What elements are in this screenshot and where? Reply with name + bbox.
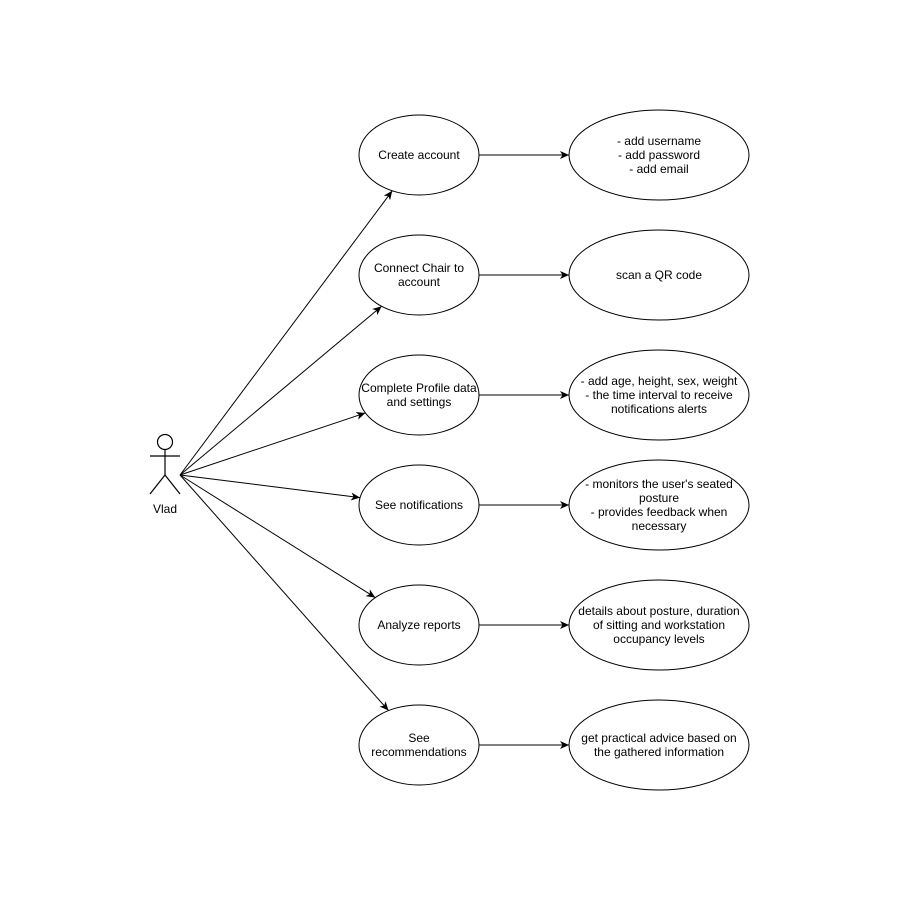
association-arrow-see-notifications [179,474,361,501]
actor-left-leg [149,474,166,495]
use-case-connect-chair-to-account[interactable] [358,234,480,316]
use-case-complete-profile-data-and-settings[interactable] [358,354,480,436]
association-arrow-connect-chair-to-account [179,305,382,476]
association-arrow-analyze-reports [179,474,376,599]
use-case-detail-see-recommendations[interactable] [568,699,750,791]
actor-figure [149,433,181,495]
actor-right-leg [164,474,181,495]
use-case-see-notifications[interactable] [358,464,480,546]
association-arrow-complete-profile-data-and-settings [179,412,366,476]
use-case-detail-see-notifications[interactable] [568,459,750,551]
use-case-detail-complete-profile-data-and-settings[interactable] [568,349,750,441]
use-case-detail-analyze-reports[interactable] [568,579,750,671]
use-case-create-account[interactable] [358,114,480,196]
edges [179,151,569,749]
association-arrow-create-account [179,190,393,476]
use-case-detail-connect-chair-to-account[interactable] [568,229,750,321]
association-arrow-see-recommendations [179,474,389,711]
nodes [358,109,750,791]
actor-head [156,433,174,451]
use-case-detail-create-account[interactable] [568,109,750,201]
use-case-see-recommendations[interactable] [358,704,480,786]
actor-name: Vlad [152,502,178,516]
use-case-analyze-reports[interactable] [358,584,480,666]
